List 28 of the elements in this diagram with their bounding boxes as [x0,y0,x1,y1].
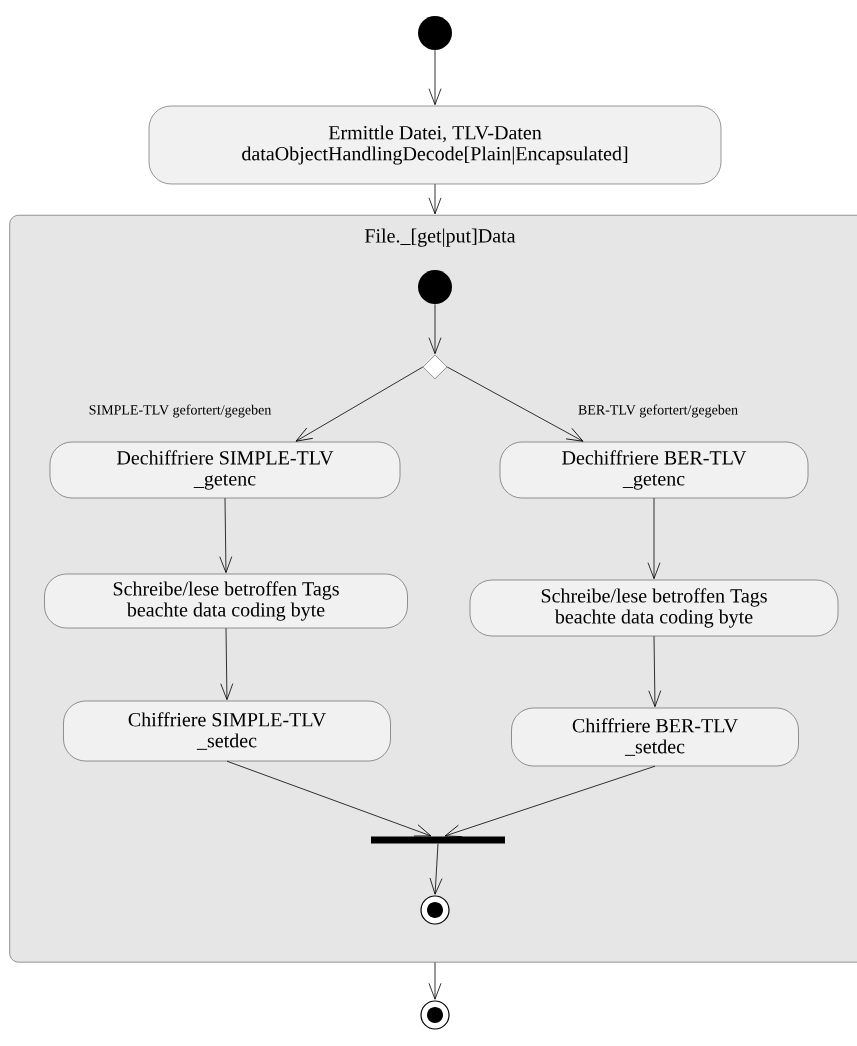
arrow [295,366,424,442]
start-dot [418,270,452,304]
action-box: Schreibe/lese betroffen Tags beachte data coding byte [44,573,408,629]
arrow [226,760,432,837]
start-dot [418,16,452,50]
arrow [429,843,443,895]
action-box: Chiffriere BER-TLV _setdec [511,707,799,767]
arrow [220,627,234,701]
end-symbol [420,895,450,925]
fork-bar [371,836,505,844]
arrow [428,183,442,215]
action-box: Dechiffriere SIMPLE-TLV _getenc [49,441,401,499]
action-box: Schreibe/lese betroffen Tags beachte data coding byte [469,579,839,637]
arrow [444,765,656,837]
action-box: Chiffriere SIMPLE-TLV _setdec [63,700,391,762]
edge-label: SIMPLE-TLV gefortert/gegeben [89,404,272,418]
end-symbol [420,1000,450,1030]
arrow [647,497,661,580]
arrow [428,49,442,106]
arrow [428,962,442,1000]
arrow [428,303,442,355]
action-box: Dechiffriere BER-TLV _getenc [499,441,809,499]
arrow [446,366,584,442]
arrow [219,497,233,574]
arrow [648,635,662,708]
action-box: Ermittle Datei, TLV-Daten dataObjectHandlingDecode[Plain|Encapsulated] [148,105,722,185]
edge-label: BER-TLV gefortert/gegeben [578,404,738,418]
decision-diamond [422,354,448,380]
